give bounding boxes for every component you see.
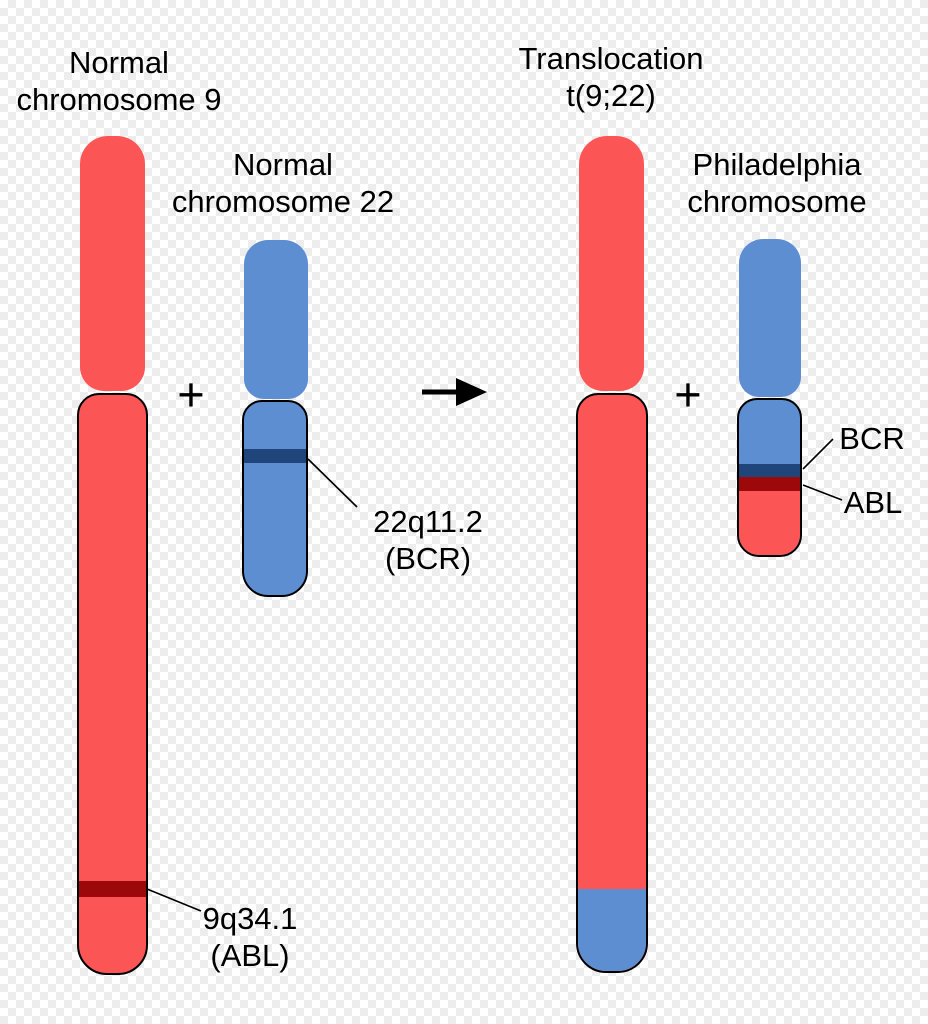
- chr9-abl-band: [79, 881, 146, 897]
- label-22q11-bcr: 22q11.2 (BCR): [373, 504, 483, 576]
- leader-line-ph-bcr: [802, 438, 834, 470]
- chr9-q-arm: [77, 393, 148, 975]
- philadelphia-abl-band: [739, 477, 800, 491]
- label-ph-bcr: BCR: [839, 421, 905, 456]
- der9-p-arm: [579, 136, 644, 391]
- label-normal-chromosome-22: Normal chromosome 22: [171, 147, 395, 219]
- chr22-bcr-band: [244, 449, 306, 463]
- chr22-p-arm: [244, 240, 308, 399]
- label-ph-abl: ABL: [843, 485, 903, 520]
- chr9-p-arm: [80, 136, 145, 391]
- leader-line-chr9-abl: [146, 888, 202, 912]
- der9-q-arm: [576, 393, 648, 973]
- philadelphia-p-arm: [739, 239, 801, 397]
- der9-chr22-segment: [578, 889, 646, 971]
- philadelphia-q-arm: [737, 398, 802, 557]
- chr22-q-arm: [242, 400, 308, 597]
- philadelphia-bcr-band: [739, 464, 800, 477]
- label-normal-chromosome-9: Normal chromosome 9: [16, 45, 222, 117]
- leader-line-chr22-bcr: [307, 458, 358, 508]
- leader-line-ph-abl: [802, 484, 843, 501]
- philadelphia-chr9-segment: [739, 491, 800, 555]
- right-arrow-icon: [422, 378, 487, 406]
- label-philadelphia-chromosome: Philadelphia chromosome: [687, 147, 867, 219]
- label-9q34-abl: 9q34.1 (ABL): [202, 901, 298, 973]
- plus-operator-right: +: [674, 367, 702, 421]
- label-translocation-t9-22: Translocation t(9;22): [518, 41, 704, 113]
- plus-operator-left: +: [177, 367, 205, 421]
